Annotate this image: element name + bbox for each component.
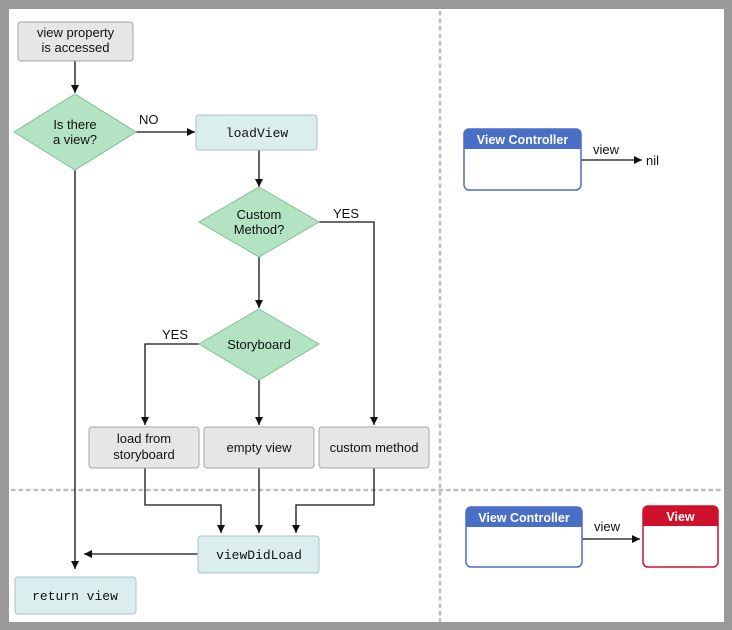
load-from-storyboard-node: load from storyboard — [88, 426, 200, 469]
arrow-custom-yes — [319, 221, 378, 425]
view-controller-before: View Controller — [463, 128, 582, 191]
diagram-canvas: NO YES YES view property is accessed Is … — [9, 9, 724, 622]
return-view-label: return view — [32, 589, 118, 604]
arrow-custom-to-didload — [292, 468, 375, 533]
controller-header-before — [464, 129, 581, 149]
custom-method-label: custom method — [330, 440, 419, 455]
decision-custom-line-1: Custom — [237, 207, 282, 222]
decision-storyboard-label: Storyboard — [227, 337, 291, 352]
decision-storyboard: Storyboard — [198, 308, 320, 381]
controller-header-after — [466, 507, 582, 527]
start-node: view property is accessed — [17, 21, 134, 62]
load-storyboard-line-1: load from — [117, 431, 171, 446]
arrow-storyboard-yes — [141, 343, 199, 425]
view-property-label-before: view — [593, 142, 620, 157]
view-header — [643, 506, 718, 526]
view-did-load-label: viewDidLoad — [216, 548, 302, 563]
decision-custom-line-2: Method? — [234, 222, 285, 237]
arrow-storyboard-to-didload — [144, 468, 225, 533]
decision-custom-method: Custom Method? — [198, 186, 320, 258]
controller-title-after: View Controller — [478, 511, 570, 525]
load-view-label: loadView — [226, 126, 289, 141]
view-title: View — [666, 510, 695, 524]
controller-title-before: View Controller — [477, 133, 569, 147]
view-property-label-after: view — [594, 519, 621, 534]
empty-view-label: empty view — [226, 440, 292, 455]
custom-method-node: custom method — [318, 426, 430, 469]
decision-view-line-2: a view? — [53, 132, 97, 147]
return-view-node: return view — [14, 576, 137, 615]
label-yes-custom: YES — [333, 206, 359, 221]
view-controller-after: View Controller — [465, 506, 583, 568]
view-loading-diagram: NO YES YES view property is accessed Is … — [10, 10, 724, 622]
nil-value: nil — [646, 153, 659, 168]
view-object: View — [642, 505, 719, 568]
load-view-node: loadView — [195, 114, 318, 151]
decision-view-line-1: Is there — [53, 117, 96, 132]
label-yes-storyboard: YES — [162, 327, 188, 342]
start-node-line-2: is accessed — [42, 40, 110, 55]
empty-view-node: empty view — [203, 426, 315, 469]
flow-connectors — [71, 61, 642, 569]
label-no: NO — [139, 112, 159, 127]
view-did-load-node: viewDidLoad — [197, 535, 320, 574]
start-node-line-1: view property — [37, 25, 115, 40]
decision-is-there-view: Is there a view? — [13, 93, 137, 171]
load-storyboard-line-2: storyboard — [113, 447, 174, 462]
